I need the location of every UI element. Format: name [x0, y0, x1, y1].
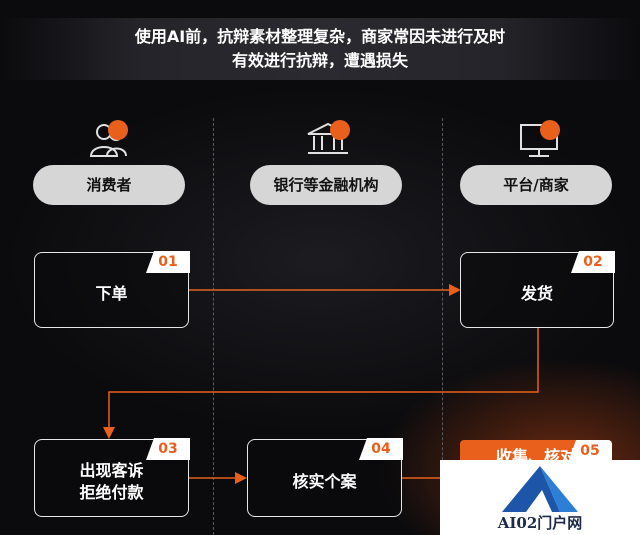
monitor-icon-accent-dot: [540, 120, 560, 140]
step-box-02: 02 发货: [460, 251, 615, 328]
watermark: AI02门户网: [440, 460, 640, 535]
step-label-03-line1: 出现客诉: [79, 461, 144, 480]
people-icon-accent-dot: [108, 120, 128, 140]
role-pill-bank: 银行等金融机构: [250, 165, 402, 205]
step-box-03: 03 出现客诉 拒绝付款: [34, 438, 190, 517]
step-badge-03: 03: [146, 438, 190, 460]
role-pill-consumer: 消费者: [33, 165, 185, 205]
step-label-03-line2: 拒绝付款: [79, 483, 144, 502]
step-label-01: 下单: [95, 284, 128, 303]
step-label-02: 发货: [520, 284, 553, 303]
role-pill-merchant: 平台/商家: [460, 165, 612, 205]
lane-divider-2: [442, 118, 443, 535]
step-label-04: 核实个案: [292, 472, 357, 491]
watermark-logo-icon: [502, 466, 578, 512]
title-banner: 使用AI前，抗辩素材整理复杂，商家常因未进行及时 有效进行抗辩，遭遇损失: [0, 18, 640, 80]
watermark-text: AI02门户网: [497, 514, 583, 532]
step-box-04: 04 核实个案: [247, 438, 403, 517]
step-badge-01: 01: [146, 251, 190, 273]
step-box-01: 01 下单: [34, 251, 190, 328]
title-line-2: 有效进行抗辩，遭遇损失: [231, 51, 408, 70]
lane-divider-1: [213, 118, 214, 535]
title-line-1: 使用AI前，抗辩素材整理复杂，商家常因未进行及时: [134, 27, 506, 46]
step-badge-02: 02: [571, 251, 615, 273]
arrow-02-to-03: [103, 328, 539, 439]
step-badge-04: 04: [359, 438, 403, 460]
step-badge-05: 05: [568, 440, 612, 462]
bank-icon-accent-dot: [330, 120, 350, 140]
